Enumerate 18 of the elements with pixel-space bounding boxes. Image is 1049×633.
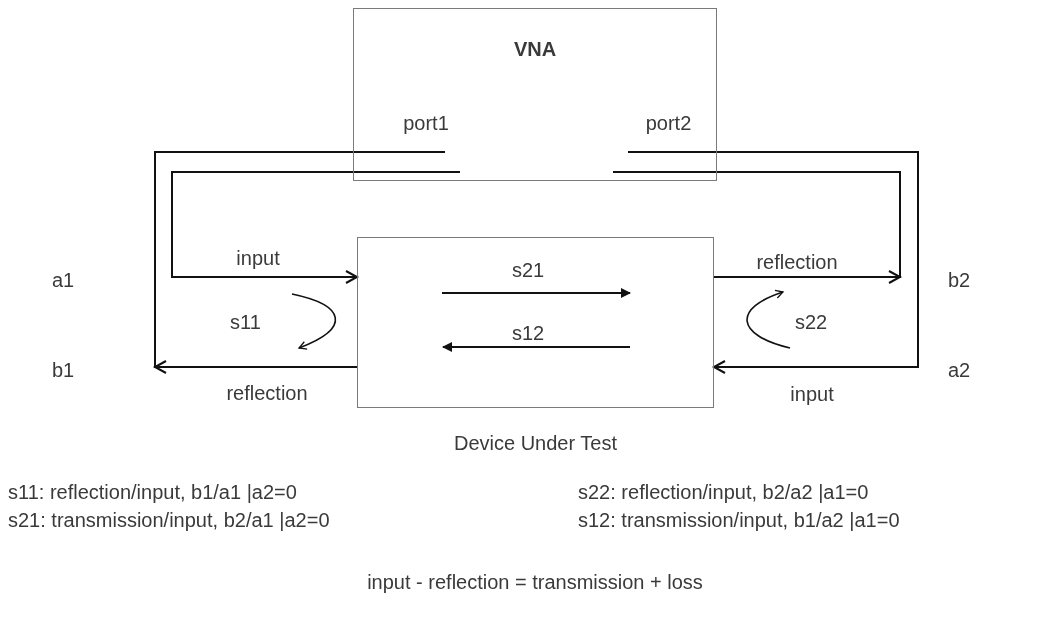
signal-label: s11 [230,310,261,334]
note-text: s22: reflection/input, b2/a2 |a1=0 [578,480,869,504]
signal-label: s12 [512,321,545,345]
port-label: port2 [626,109,711,153]
signal-label: b1 [52,358,75,382]
signal-label: b2 [948,268,971,292]
box-title: VNA [512,37,558,61]
signal-label: a2 [948,358,971,382]
analyzer-box [353,8,717,181]
signal-label: s22 [795,310,828,334]
signal-label: a1 [52,268,75,292]
port-label: port1 [386,109,466,153]
signal-label: s21 [512,258,545,282]
note-text: input - reflection = transmission + loss [367,570,703,594]
note-text: s11: reflection/input, b1/a1 |a2=0 [8,480,297,504]
note-text: s21: transmission/input, b2/a1 |a2=0 [8,508,330,532]
note-text: s12: transmission/input, b1/a2 |a1=0 [578,508,900,532]
box-heading: Device Under Test [452,431,618,455]
